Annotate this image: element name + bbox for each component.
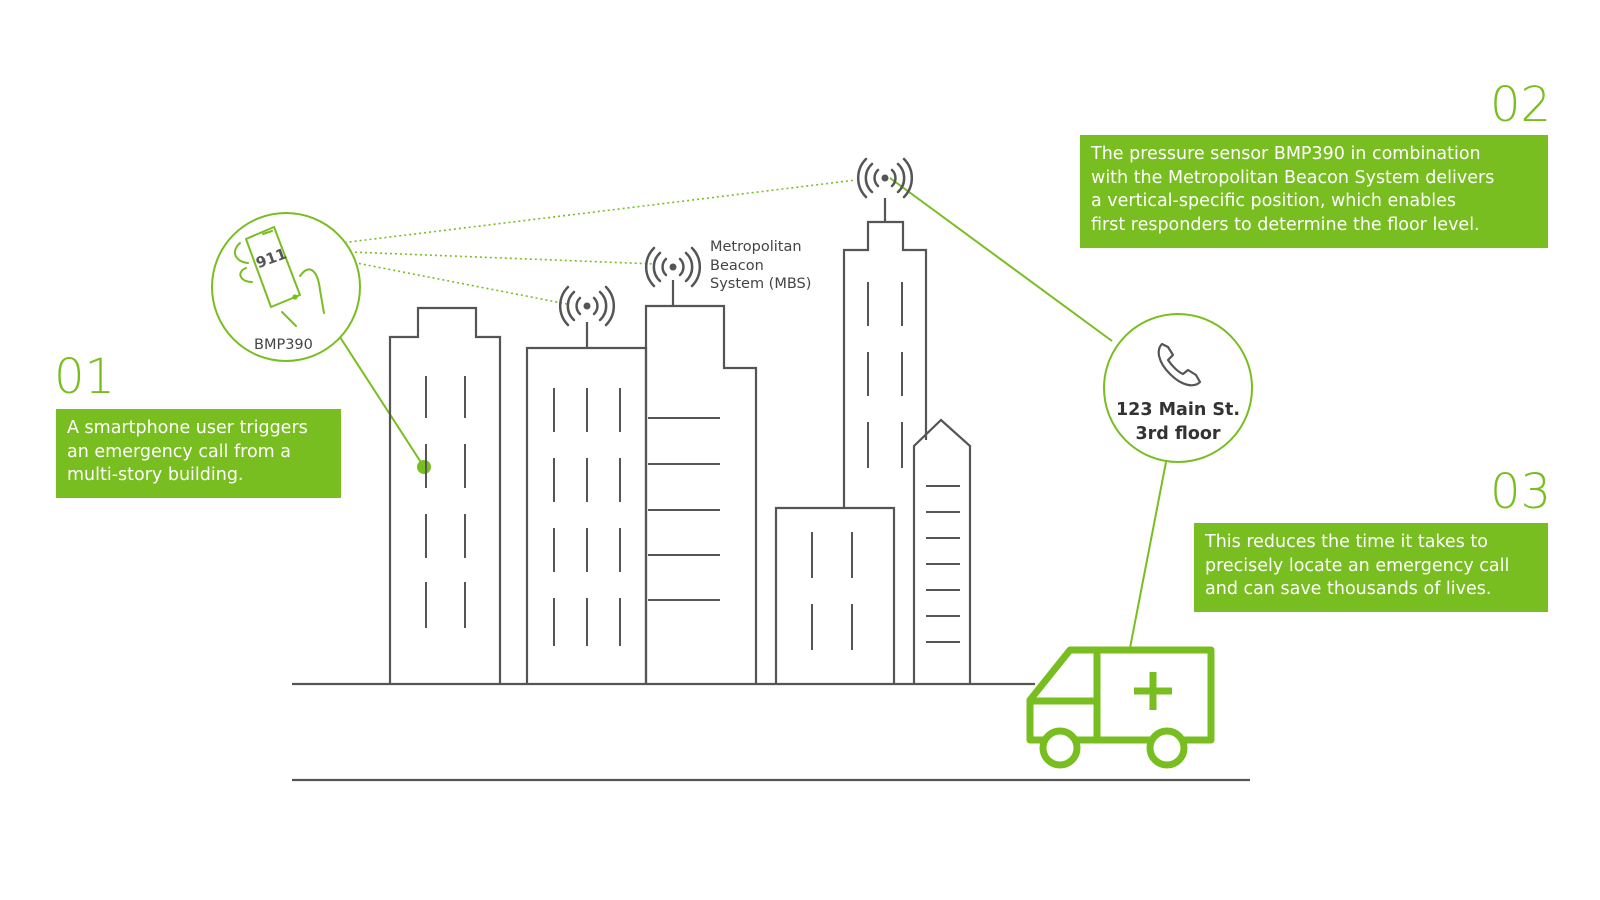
sensor-label: BMP390 [254,337,313,353]
building-1 [388,306,502,684]
beacon-label: Metropolitan Beacon System (MBS) [710,239,812,292]
step-2-number: 02 [1490,77,1552,133]
peaked-building [912,418,972,684]
antenna-icon [856,157,914,199]
building-3 [644,304,758,684]
location-address: 123 Main St. 3rd floor [1115,400,1240,444]
building-3-floors [648,417,720,601]
building-2-windows [553,388,621,646]
peaked-building-floors [926,485,960,643]
ground-lines [292,682,1250,782]
step-1-number: 01 [54,349,116,405]
plus-cross-icon [1134,672,1172,710]
step-1-text-box: A smartphone user triggers an emergency … [56,409,341,498]
building-1-windows [425,376,466,628]
step-3-number: 03 [1490,464,1552,520]
location-callout [1103,313,1253,463]
phone-handset-icon [1157,342,1202,387]
buildings [388,198,972,684]
caller-location-dot [417,460,431,474]
ambulance-icon [1026,646,1215,769]
tower-windows [867,282,903,468]
antenna-icon [558,285,616,327]
low-building [774,506,896,684]
smartphone-callout: 911 [211,212,361,362]
step-2-text-box: The pressure sensor BMP390 in combinatio… [1080,135,1548,248]
smartphone-icon [233,226,325,327]
low-building-windows [811,532,853,650]
step-3-text-box: This reduces the time it takes to precis… [1194,523,1548,612]
